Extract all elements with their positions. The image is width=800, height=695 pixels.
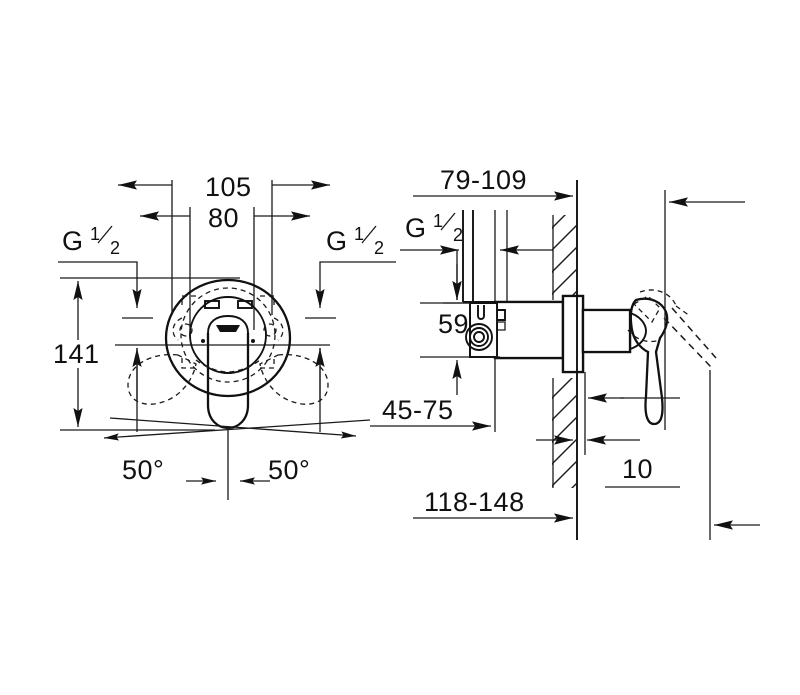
angle-dimension-right: 50° xyxy=(109,417,357,485)
side-escutcheon xyxy=(561,294,585,374)
dimension-79-109-label: 79-109 xyxy=(440,165,527,195)
front-inlet-arrows xyxy=(132,348,325,432)
dimension-59-label: 59 xyxy=(438,309,469,339)
dimension-118-148: 118-148 xyxy=(413,487,573,523)
thread-label-right: G 1 2 xyxy=(305,224,396,319)
angle-left-label: 50° xyxy=(122,455,164,485)
side-valve-body xyxy=(462,210,565,360)
dimension-10-label: 10 xyxy=(622,454,653,484)
dimension-141-label: 141 xyxy=(53,339,100,369)
thread-left-denominator: 2 xyxy=(110,238,120,258)
dimension-59: 59 xyxy=(420,264,500,395)
thread-side-letter: G xyxy=(405,213,427,243)
thread-side-numerator: 1 xyxy=(433,211,443,231)
dimension-45-75: 45-75 xyxy=(370,357,496,432)
wall-hatch-top xyxy=(552,215,578,300)
wall-hatch-bottom xyxy=(552,378,578,488)
side-view-group: G 1 2 79-109 59 4 xyxy=(370,165,760,540)
side-lever-open-position xyxy=(663,305,717,369)
front-view-group: 105 80 G 1 2 G 1 2 1 xyxy=(53,172,396,500)
dimension-105-label: 105 xyxy=(205,172,252,202)
angle-right-label: 50° xyxy=(268,455,310,485)
thread-right-numerator: 1 xyxy=(354,224,364,244)
thread-left-letter: G xyxy=(62,226,84,256)
thread-right-letter: G xyxy=(326,226,348,256)
angle-dimension-left: 50° xyxy=(103,419,371,485)
dimension-118-148-label: 118-148 xyxy=(424,487,525,517)
dimension-141: 141 xyxy=(53,281,100,427)
dimension-45-75-label: 45-75 xyxy=(382,395,454,425)
thread-left-numerator: 1 xyxy=(90,224,100,244)
thread-right-denominator: 2 xyxy=(374,238,384,258)
dimension-overall-right xyxy=(664,190,760,540)
dimension-80-label: 80 xyxy=(208,203,239,233)
dimension-105: 105 xyxy=(118,172,330,202)
thread-side-denominator: 2 xyxy=(453,225,463,245)
thread-label-side: G 1 2 xyxy=(400,211,553,304)
dimension-79-109: 79-109 xyxy=(413,165,573,201)
side-lever-handle xyxy=(627,289,677,426)
thread-label-left: G 1 2 xyxy=(58,224,142,308)
front-mixer-body xyxy=(127,278,329,500)
dimension-80: 80 xyxy=(140,203,310,233)
dimension-10: 10 xyxy=(536,372,680,488)
